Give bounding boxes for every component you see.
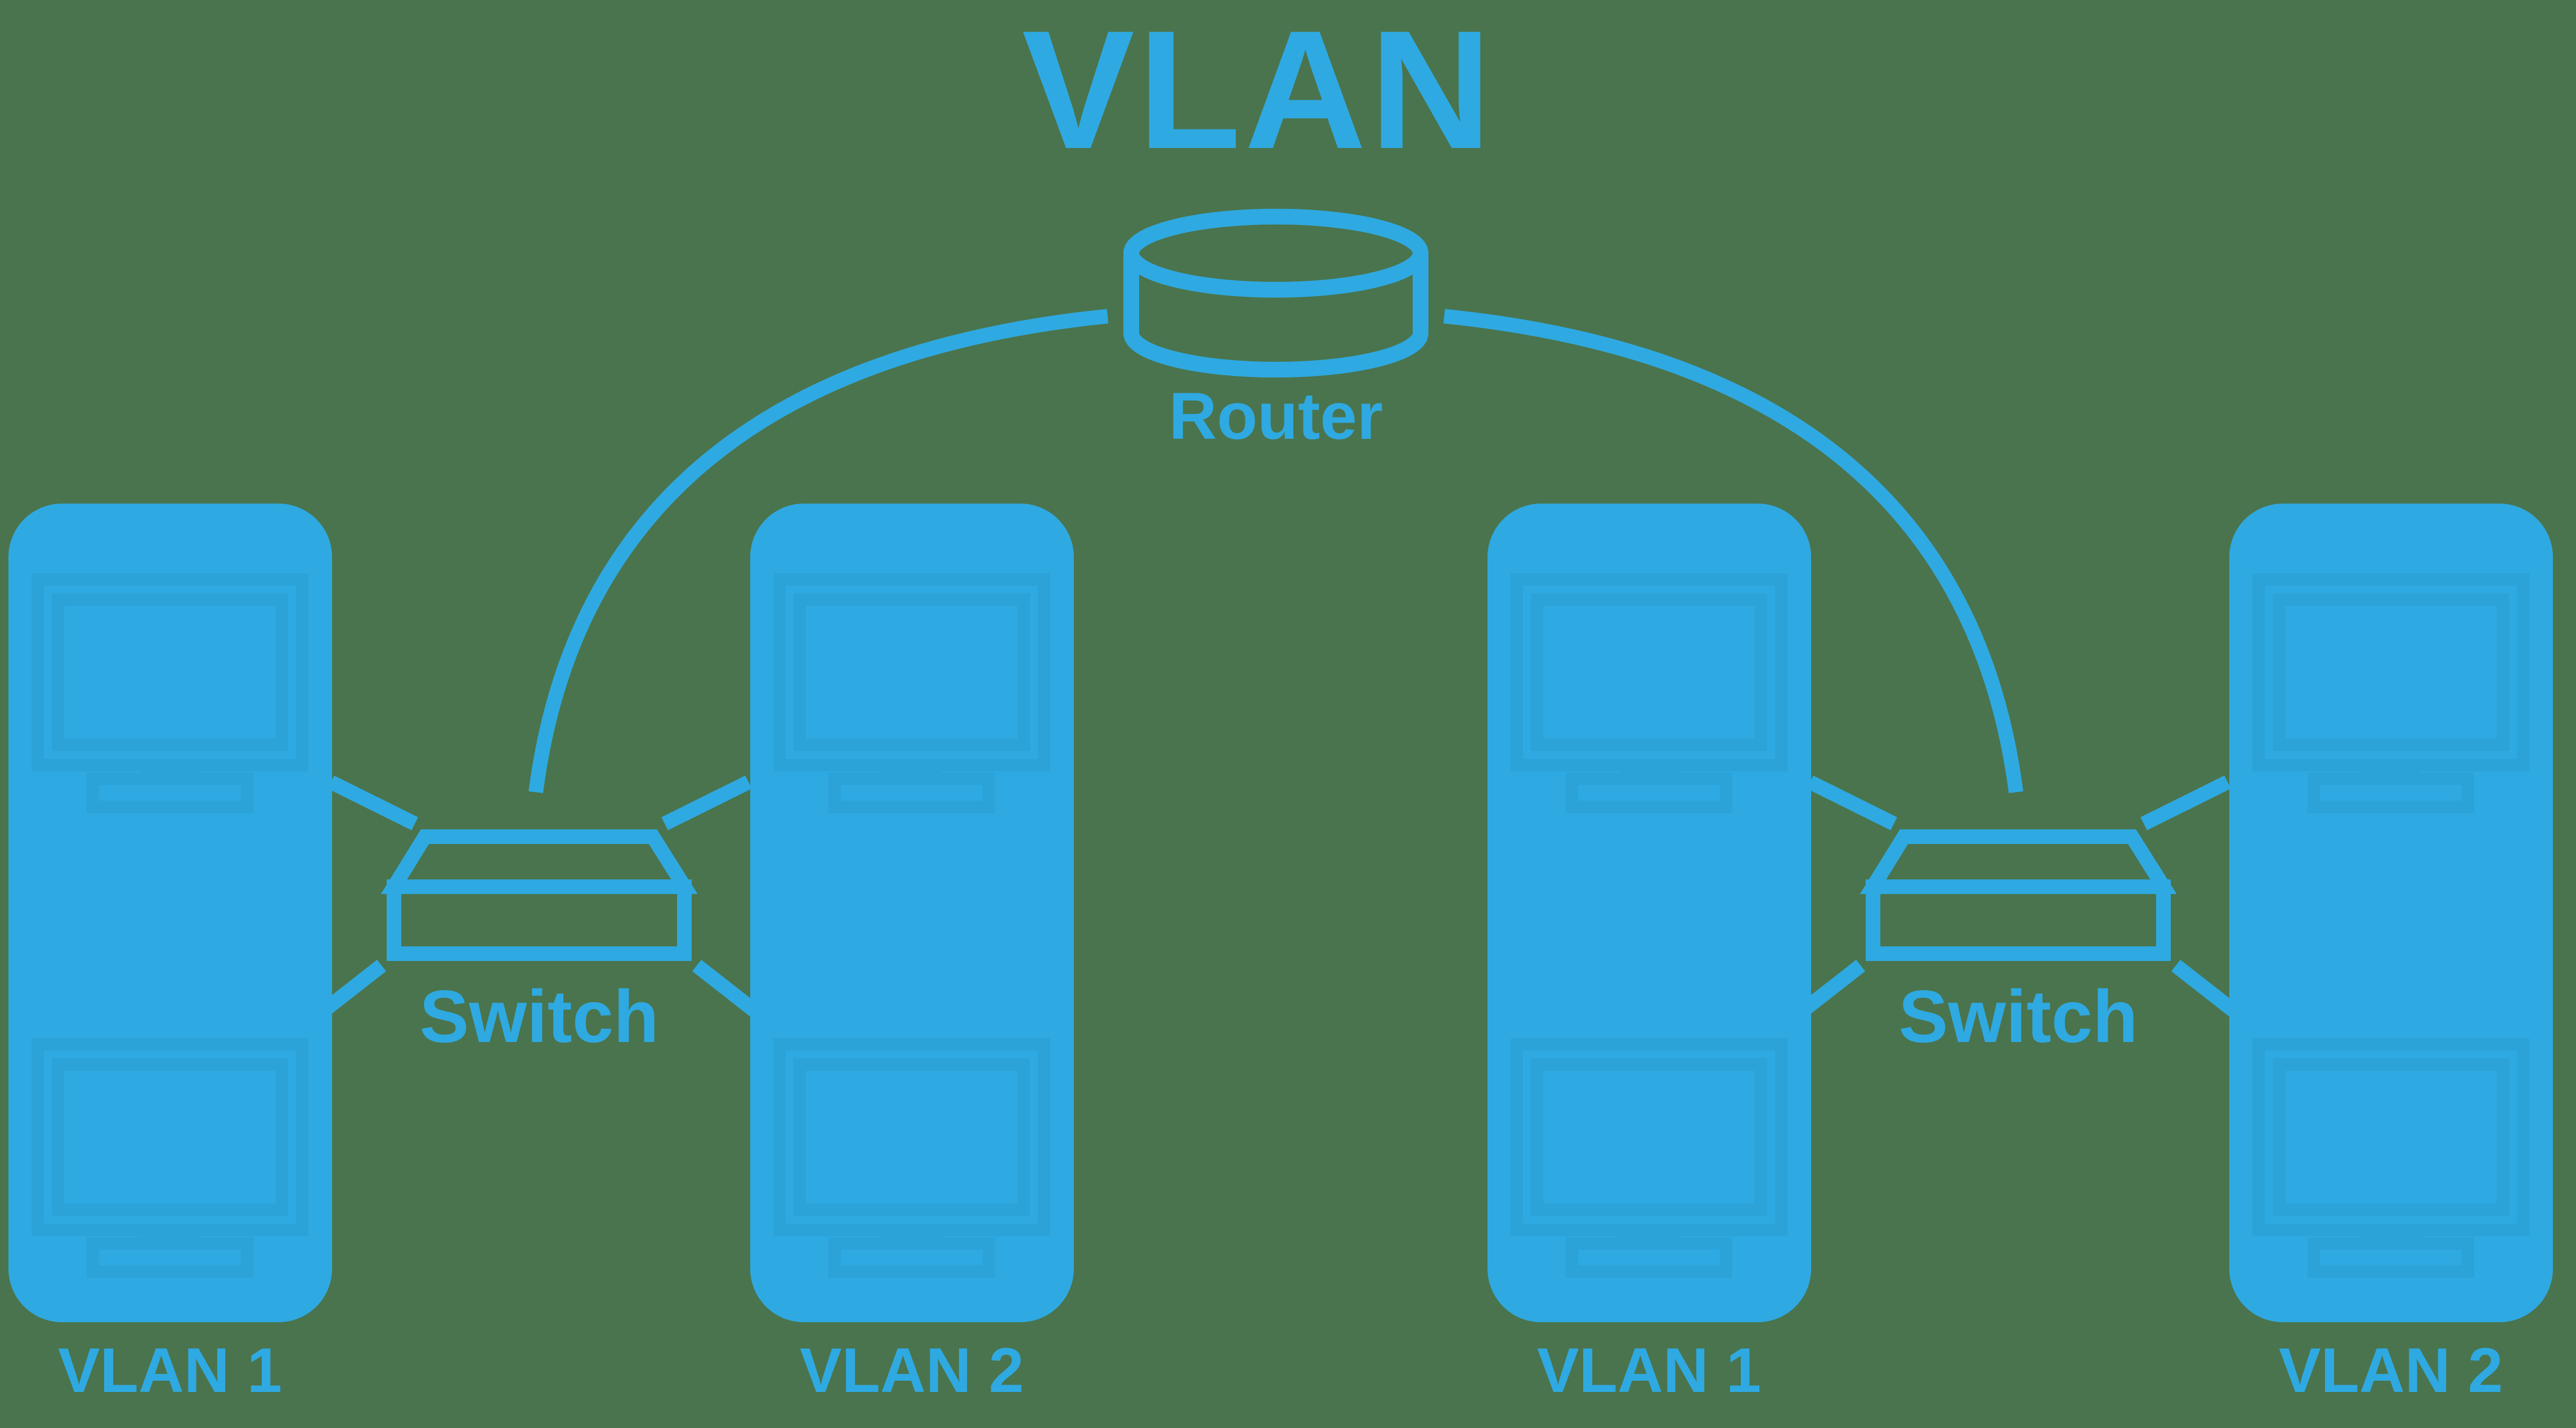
computer-icon — [773, 573, 1050, 813]
router-switch-link-left — [528, 309, 1109, 793]
switch-host-link — [312, 959, 387, 1022]
computer-icon — [773, 1038, 1050, 1278]
switch-host-link — [661, 775, 752, 830]
switch-host-link — [1807, 775, 1897, 830]
switch-host-link — [328, 775, 418, 830]
switch-front-face — [387, 879, 692, 961]
router-cylinder-body — [1123, 253, 1428, 378]
switch-label: Switch — [1898, 975, 2138, 1058]
vlan-group-label: VLAN 1 — [1537, 1335, 1761, 1405]
vlan-group-fill — [2229, 504, 2553, 1322]
computer-icon — [1511, 1038, 1787, 1278]
switch-host-link — [1791, 959, 1866, 1022]
switch-host-link — [692, 959, 767, 1022]
vlan-group-fill — [750, 504, 1074, 1322]
computer-icon — [32, 573, 308, 813]
vlan-group-label: VLAN 2 — [2279, 1335, 2503, 1405]
computer-icon — [2252, 573, 2529, 813]
computer-icon — [32, 1038, 308, 1278]
cluster-right: VLAN 1 VLAN 2 — [1488, 504, 2553, 1405]
switch-front-face — [1866, 879, 2171, 961]
vlan-group-box: VLAN 2 — [750, 504, 1074, 1405]
vlan-group-fill — [1488, 504, 1811, 1322]
switch-host-link — [2140, 775, 2231, 830]
vlan-group-box: VLAN 1 — [1488, 504, 1811, 1405]
router-label: Router — [1169, 379, 1383, 453]
switch-label: Switch — [419, 975, 658, 1058]
computer-icon — [2252, 1038, 2529, 1278]
router-cylinder-top — [1123, 209, 1428, 298]
router-switch-link-right — [1443, 309, 2023, 793]
router-icon — [1123, 209, 1428, 378]
diagram-title: VLAN — [1022, 0, 1495, 184]
vlan-group-label: VLAN 1 — [58, 1335, 282, 1405]
switch-host-link — [2171, 959, 2246, 1022]
vlan-group-box: VLAN 1 — [8, 504, 332, 1405]
vlan-group-box: VLAN 2 — [2229, 504, 2553, 1405]
computer-icon — [1511, 573, 1787, 813]
vlan-group-fill — [8, 504, 332, 1322]
switch-icon — [1860, 829, 2177, 961]
switch-icon — [380, 829, 698, 961]
cluster-left: VLAN 1 VLAN 2 — [8, 504, 1074, 1405]
vlan-group-label: VLAN 2 — [800, 1335, 1024, 1405]
